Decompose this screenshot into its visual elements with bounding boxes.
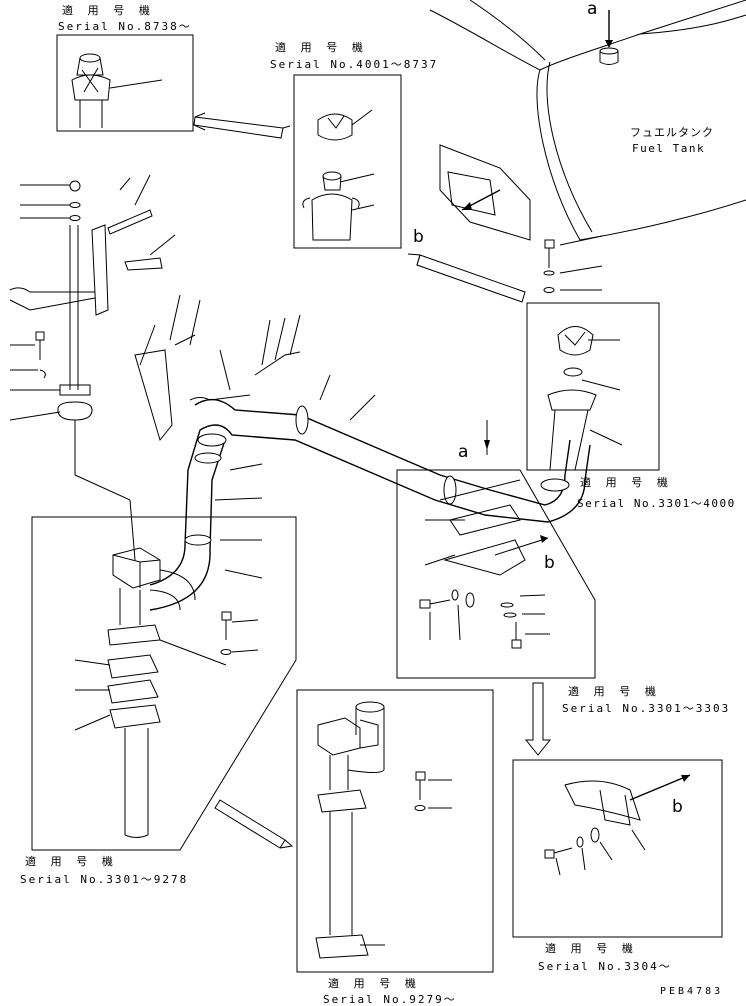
center-brackets <box>107 174 301 442</box>
ref-arrow <box>282 125 291 129</box>
inset-serial-3301-4000 <box>526 302 660 471</box>
letter-a-center: a <box>458 442 469 462</box>
down-arrow <box>524 682 552 756</box>
transfer-arrow <box>214 799 294 849</box>
tank-bolt-stack <box>543 235 603 293</box>
serial-label-4001: Serial No.4001～8737 <box>270 58 439 71</box>
applic-label-8738: 適 用 号 機 <box>62 4 154 17</box>
serial-label-8738: Serial No.8738～ <box>58 20 192 33</box>
applic-label-4001: 適 用 号 機 <box>275 41 367 54</box>
serial-label-3301-3303: Serial No.3301～3303 <box>562 702 731 715</box>
inset-serial-3304 <box>512 759 723 938</box>
inset-serial-3301-9278 <box>31 516 297 851</box>
applic-label-3301-4000: 適 用 号 機 <box>580 476 672 489</box>
fuel-tank <box>429 0 746 241</box>
applic-label-3301-9278: 適 用 号 機 <box>25 855 117 868</box>
applic-label-3304: 適 用 号 機 <box>545 942 637 955</box>
applic-label-3301-3303: 適 用 号 機 <box>568 685 660 698</box>
inset-serial-8738 <box>56 34 284 139</box>
left-rod-assembly <box>9 180 136 561</box>
serial-label-3301-9278: Serial No.3301～9278 <box>20 873 189 886</box>
inset-serial-4001 <box>293 74 402 249</box>
fuel-tank-en-label: Fuel Tank <box>632 142 706 155</box>
letter-b-bracket: b <box>413 227 424 247</box>
serial-label-3304: Serial No.3304～ <box>538 960 672 973</box>
letter-b-bottom: b <box>672 797 683 817</box>
fuel-tank-jp-label: フュエルタンク <box>630 126 714 139</box>
main-filler-pipe <box>149 349 591 611</box>
serial-label-3301-4000: Serial No.3301～4000 <box>577 497 736 510</box>
letter-b-center: b <box>544 553 555 573</box>
drawing-code: PEB4783 <box>660 986 724 997</box>
inset-detail-a <box>396 420 596 679</box>
applic-label-9279: 適 用 号 機 <box>328 977 420 990</box>
serial-label-9279: Serial No.9279～ <box>323 993 457 1006</box>
tank-bracket <box>407 144 531 303</box>
letter-a-top: a <box>587 0 598 19</box>
inset-serial-9279 <box>296 689 494 973</box>
